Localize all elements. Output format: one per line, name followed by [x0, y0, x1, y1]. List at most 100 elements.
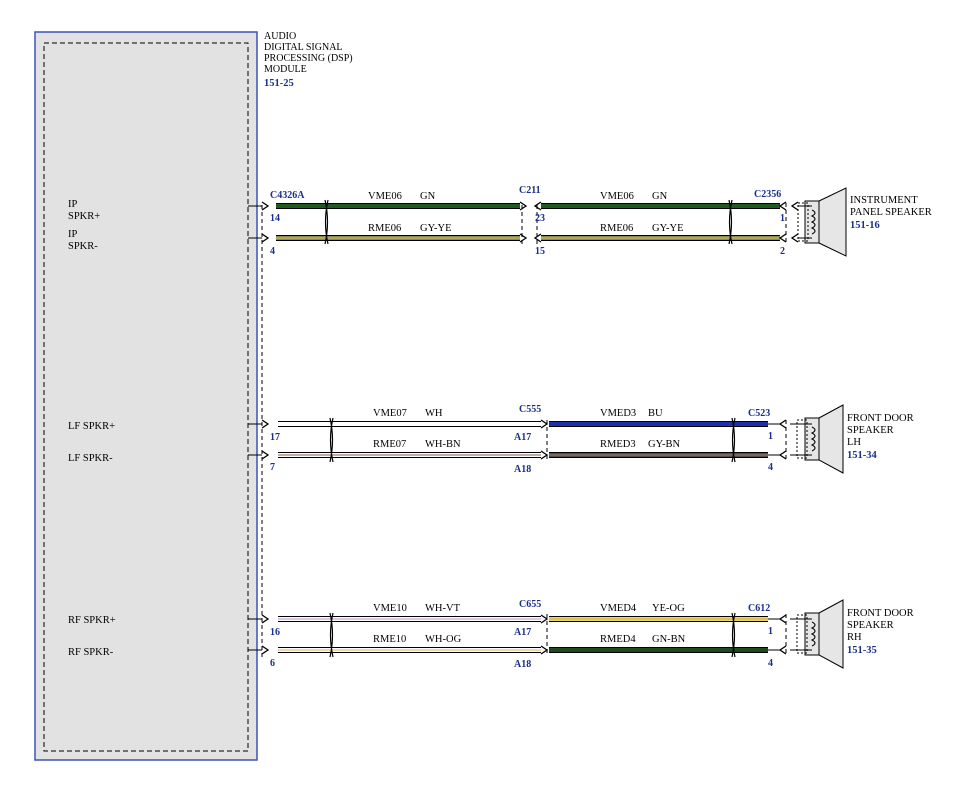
pin-label-rf-minus: RF SPKR- — [68, 647, 114, 658]
pin-number: A17 — [514, 432, 531, 443]
twisted-pair-mark — [329, 417, 334, 463]
pin-arrow — [261, 201, 270, 211]
wire-color-label: YE-OG — [652, 603, 685, 614]
pin-arrow — [778, 614, 787, 624]
twisted-pair-mark — [731, 417, 736, 463]
wire-color-label: GY-YE — [652, 223, 684, 234]
wire-color-label: WH-VT — [425, 603, 461, 614]
wire-color-label: BU — [648, 408, 663, 419]
connector-label-c211: C211 — [519, 185, 541, 196]
speaker-ref-rf: 151-35 — [847, 645, 877, 656]
wire-circuit-label: VME06 — [368, 191, 402, 202]
twisted-pair-mark — [329, 612, 334, 658]
lf-speaker-circuit — [248, 404, 844, 474]
pin-arrow — [778, 201, 787, 211]
pin-number: 1 — [780, 213, 785, 224]
ip-speaker-circuit — [248, 187, 847, 257]
pin-number: 7 — [270, 462, 275, 473]
pin-arrow — [778, 419, 787, 429]
connector-label-c523: C523 — [748, 408, 770, 419]
pin-number: 1 — [768, 431, 773, 442]
twisted-pair-mark — [329, 417, 334, 463]
module-ref: 151-25 — [264, 78, 294, 89]
wire-color-label: WH-BN — [425, 439, 461, 450]
wire-color-label: GN — [652, 191, 668, 202]
twisted-pair-mark — [324, 199, 329, 245]
wire-color-label: GN — [420, 191, 436, 202]
wire-color-label: WH-OG — [425, 634, 462, 645]
pin-number: 6 — [270, 658, 275, 669]
twisted-pair-mark — [728, 199, 733, 245]
wire-circuit-label: RMED4 — [600, 634, 636, 645]
twisted-pair-mark — [329, 612, 334, 658]
speaker-label-rf: FRONT DOOR SPEAKER RH — [847, 608, 916, 643]
pin-arrow — [540, 614, 549, 624]
speaker-icon — [790, 599, 844, 669]
pin-number: A17 — [514, 627, 531, 638]
wire-circuit-label: VME10 — [373, 603, 407, 614]
pin-arrow — [533, 233, 542, 243]
pin-number: A18 — [514, 464, 531, 475]
twisted-pair-mark — [324, 199, 329, 245]
twisted-pair-mark — [728, 199, 733, 245]
connector-label-c4326a: C4326A — [270, 190, 305, 201]
wire-color-label: GY-BN — [648, 439, 681, 450]
twisted-pair-mark — [731, 612, 736, 658]
wire-circuit-label: VMED4 — [600, 603, 637, 614]
connector-label-c612: C612 — [748, 603, 770, 614]
pin-label-lf-minus: LF SPKR- — [68, 453, 113, 464]
pin-number: 2 — [780, 246, 785, 257]
pin-number: 15 — [535, 246, 545, 257]
wire-circuit-label: RMED3 — [600, 439, 636, 450]
speaker-label-ip: INSTRUMENT PANEL SPEAKER — [850, 195, 932, 218]
wire-circuit-label: RME10 — [373, 634, 406, 645]
pin-arrow — [778, 233, 787, 243]
pin-arrow — [533, 201, 542, 211]
wire-color-label: GN-BN — [652, 634, 686, 645]
pin-arrow — [778, 450, 787, 460]
pin-number: 4 — [270, 246, 275, 257]
pin-arrow — [790, 201, 799, 211]
speaker-ref-lf: 151-34 — [847, 450, 877, 461]
pin-label-ip-minus: IP SPKR- — [68, 229, 98, 252]
module-outer-border — [34, 31, 258, 761]
twisted-pair-mark — [731, 612, 736, 658]
speaker-ref-ip: 151-16 — [850, 220, 880, 231]
pin-number: 23 — [535, 213, 545, 224]
pin-number: 4 — [768, 658, 773, 669]
wire-circuit-label: RME07 — [373, 439, 406, 450]
wire-color-label: GY-YE — [420, 223, 452, 234]
pin-arrow — [261, 419, 270, 429]
connector-label-c555: C555 — [519, 404, 541, 415]
wire-circuit-label: VMED3 — [600, 408, 636, 419]
pin-arrow — [261, 233, 270, 243]
wire-color-label: WH — [425, 408, 443, 419]
pin-arrow — [261, 614, 270, 624]
pin-arrow — [540, 419, 549, 429]
wire-circuit-label: RME06 — [600, 223, 633, 234]
pin-number: 16 — [270, 627, 280, 638]
pin-arrow — [790, 233, 799, 243]
connector-label-c655: C655 — [519, 599, 541, 610]
speaker-label-lf: FRONT DOOR SPEAKER LH — [847, 413, 916, 448]
pin-arrow — [519, 233, 528, 243]
wire-circuit-label: VME06 — [600, 191, 634, 202]
pin-arrow — [540, 645, 549, 655]
wire-circuit-label: VME07 — [373, 408, 407, 419]
dsp-module — [34, 31, 258, 761]
twisted-pair-mark — [731, 417, 736, 463]
pin-arrow — [261, 450, 270, 460]
pin-number: 1 — [768, 626, 773, 637]
pin-number: 17 — [270, 432, 280, 443]
pin-arrow — [778, 645, 787, 655]
connector-label-c2356: C2356 — [754, 189, 781, 200]
rf-speaker-circuit — [248, 599, 844, 669]
pin-arrow — [519, 201, 528, 211]
speaker-icon — [790, 404, 844, 474]
module-title: AUDIO DIGITAL SIGNAL PROCESSING (DSP) MO… — [264, 31, 355, 75]
pin-number: 4 — [768, 462, 773, 473]
pin-label-rf-plus: RF SPKR+ — [68, 615, 116, 626]
pin-number: 14 — [270, 213, 280, 224]
pin-number: A18 — [514, 659, 531, 670]
